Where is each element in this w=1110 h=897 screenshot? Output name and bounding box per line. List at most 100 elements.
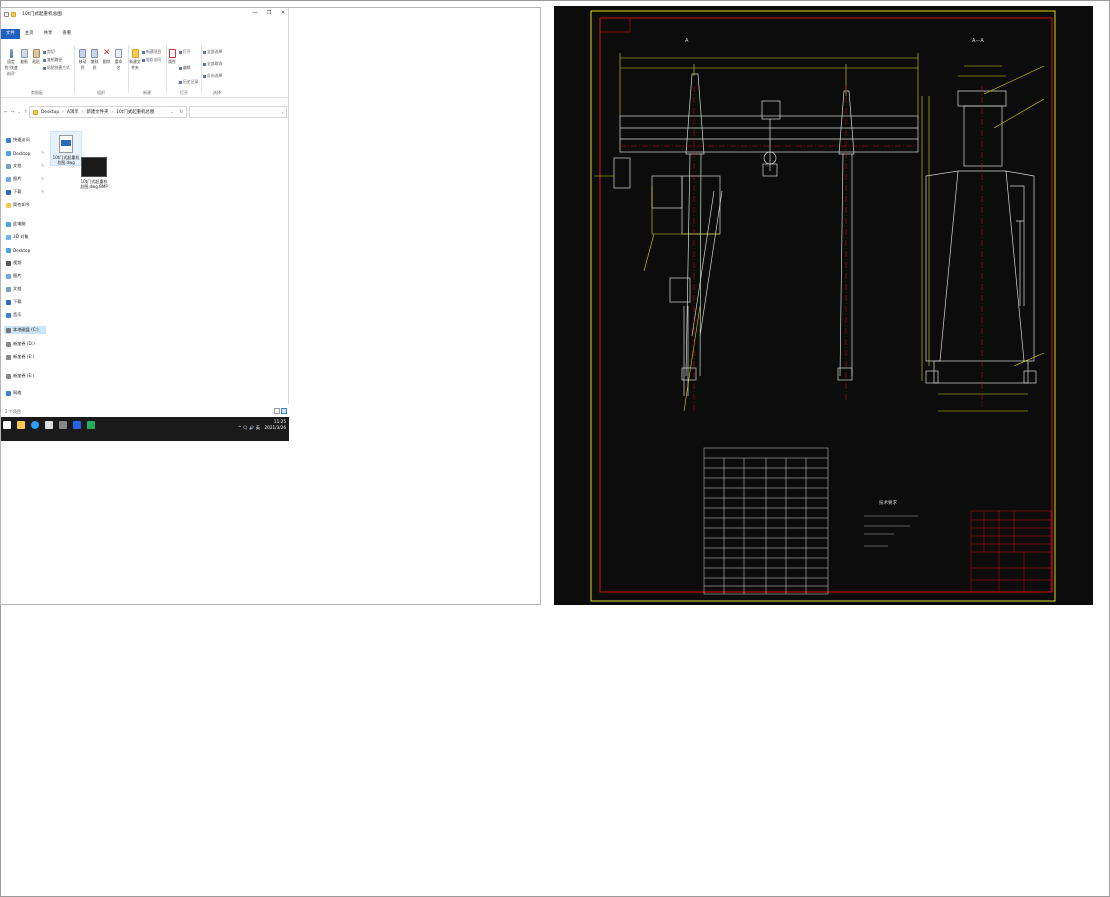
copy-path-button[interactable]: 复制路径 [43, 57, 62, 63]
large-icons-view-button[interactable] [281, 408, 287, 414]
up-arrow-icon[interactable]: ↑ [24, 109, 28, 115]
file-item-bmp[interactable]: 10t门式起重机总图.dwg.BMP [79, 154, 109, 189]
notes-title: 技术要求 [879, 499, 897, 506]
nav-item-pictures[interactable]: 图片 [6, 175, 21, 183]
easy-access-button[interactable]: 轻松访问 [142, 57, 161, 63]
search-icon: ⌕ [281, 110, 284, 115]
file-explorer-window: 10t门式起重机总图 — ❐ ✕ 文件 主页 共享 查看 固定到"快速访问" [1, 8, 289, 441]
rename-button[interactable]: 重命名 [113, 49, 124, 71]
dwg-file-icon [59, 135, 73, 153]
tab-share[interactable]: 共享 [43, 31, 53, 36]
nav-item-this-pc[interactable]: 此电脑 [6, 220, 26, 228]
group-label-new: 新建 [143, 90, 151, 95]
address-bar[interactable]: Desktop › A演示 › 新建文件夹 › 10t门式起重机总图 ⌄ ↻ [29, 106, 187, 118]
tab-view[interactable]: 查看 [62, 31, 72, 36]
nav-item-network[interactable]: 网络 [6, 389, 21, 397]
open-button[interactable]: 打开 [179, 49, 191, 55]
cad-drawing: A A—A [590, 10, 1056, 602]
folder-icon[interactable] [11, 11, 16, 17]
paste-button[interactable]: 粘贴 [31, 49, 41, 65]
nav-item-downloads[interactable]: 下载 [6, 188, 21, 196]
title-block [970, 510, 1052, 593]
tab-file[interactable]: 文件 [1, 29, 20, 39]
delete-button[interactable]: ✕ 删除 [102, 48, 111, 65]
copy-to-button[interactable]: 复制到 [89, 49, 100, 71]
forward-arrow-icon[interactable]: → [10, 109, 15, 115]
nav-buttons: ← → ⌄ ↑ [4, 110, 28, 115]
nav-item-drive-c[interactable]: 本地磁盘 (C:) [4, 326, 46, 334]
dropdown-chevron-icon[interactable]: ⌄ [170, 109, 174, 115]
nav-item-downloads[interactable]: 下载 [6, 298, 21, 306]
minimize-button[interactable]: — [252, 10, 258, 16]
pin-quick-access-button[interactable]: 固定到"快速访问" [3, 49, 19, 77]
edit-button[interactable]: 编辑 [179, 65, 191, 71]
new-item-button[interactable]: 新建项目 [142, 49, 161, 55]
ribbon: 固定到"快速访问" 复制 粘贴 剪切 复制路径 粘贴快捷方式 剪贴板 [1, 41, 289, 98]
move-to-button[interactable]: 移动到 [77, 49, 88, 71]
breadcrumb-separator-icon: › [111, 109, 114, 115]
app-icon[interactable] [73, 421, 81, 429]
refresh-icon[interactable]: ↻ [179, 109, 183, 115]
nav-item-drive-d[interactable]: 新加卷 (D:) [6, 340, 35, 348]
clipboard-group: 固定到"快速访问" 复制 粘贴 剪切 复制路径 粘贴快捷方式 剪贴板 [1, 43, 73, 96]
paste-shortcut-button[interactable]: 粘贴快捷方式 [43, 65, 70, 71]
breadcrumb[interactable]: 新建文件夹 [86, 110, 109, 115]
invert-selection-button[interactable]: 反向选择 [203, 73, 222, 79]
file-item-dwg[interactable]: 10t门式起重机总图.dwg [50, 131, 82, 166]
nav-item-desktop[interactable]: Desktop [6, 246, 30, 254]
parameter-table [703, 447, 829, 595]
nav-item-pinned-folder[interactable]: 简也如今 [6, 201, 30, 209]
nav-item-drive-e-2[interactable]: 新加卷 (E:) [6, 372, 34, 380]
nav-item-drive-e[interactable]: 新加卷 (E:) [6, 353, 34, 361]
nav-item-3d-objects[interactable]: 3D 对象 [6, 233, 29, 241]
maximize-button[interactable]: ❐ [266, 10, 272, 16]
search-input[interactable]: ⌕ [189, 106, 287, 118]
navigation-pane: 快速访问 Desktop 文档 图片 下载 简也如今 ✎ ✎ ✎ ✎ 此电脑 3… [1, 134, 49, 404]
windows-start-icon[interactable] [3, 421, 11, 429]
group-label-open: 打开 [180, 90, 188, 95]
tray-icons[interactable]: ^ 🗨 🔊 英 [237, 425, 260, 430]
nav-item-music[interactable]: 音乐 [6, 311, 21, 319]
desktop-icon [6, 247, 11, 253]
properties-button[interactable]: 属性 [167, 49, 177, 65]
pin-icon: ✎ [41, 189, 45, 194]
breadcrumb[interactable]: A演示 [66, 110, 79, 115]
pin-icon: ✎ [41, 176, 45, 181]
cut-button[interactable]: 剪切 [43, 49, 55, 55]
app-icon[interactable] [45, 421, 53, 429]
video-icon [6, 260, 11, 266]
details-view-button[interactable] [274, 408, 280, 414]
browser-icon[interactable] [31, 421, 39, 429]
nav-item-documents[interactable]: 文档 [6, 162, 21, 170]
back-arrow-icon[interactable]: ← [4, 109, 8, 115]
nav-item-pictures[interactable]: 图片 [6, 272, 21, 280]
app-icon[interactable] [87, 421, 95, 429]
select-all-button[interactable]: 全部选择 [203, 49, 222, 55]
breadcrumb[interactable]: 10t门式起重机总图 [116, 110, 155, 115]
nav-item-desktop[interactable]: Desktop [6, 149, 30, 157]
cube-icon [6, 234, 11, 240]
new-folder-button[interactable]: 新建文件夹 [129, 49, 141, 71]
close-button[interactable]: ✕ [280, 10, 286, 16]
nav-item-quick-access[interactable]: 快速访问 [6, 136, 30, 144]
breadcrumb[interactable]: Desktop [41, 109, 60, 115]
history-button[interactable]: 历史记录 [179, 79, 198, 85]
front-center-lines [620, 86, 918, 411]
address-bar-row: ← → ⌄ ↑ Desktop › A演示 › 新建文件夹 › 10t门式起重机… [1, 106, 289, 118]
select-none-button[interactable]: 全部取消 [203, 61, 222, 67]
copy-button[interactable]: 复制 [19, 49, 29, 65]
side-dimension-lines [921, 65, 1045, 412]
clock-time[interactable]: 11:25 [273, 419, 286, 424]
app-icon[interactable] [59, 421, 67, 429]
gantry-front-view [613, 73, 919, 396]
nav-item-videos[interactable]: 视频 [6, 259, 21, 267]
tab-home[interactable]: 主页 [24, 31, 34, 36]
save-icon[interactable] [4, 11, 9, 17]
window-controls: — ❐ ✕ [252, 10, 286, 16]
nav-item-documents[interactable]: 文档 [6, 285, 21, 293]
documents-icon [6, 286, 11, 292]
recent-chevron-icon[interactable]: ⌄ [17, 109, 22, 115]
explorer-icon[interactable] [17, 421, 25, 429]
ribbon-divider [201, 45, 202, 93]
clock-date[interactable]: 2021/3/26 [264, 425, 286, 430]
